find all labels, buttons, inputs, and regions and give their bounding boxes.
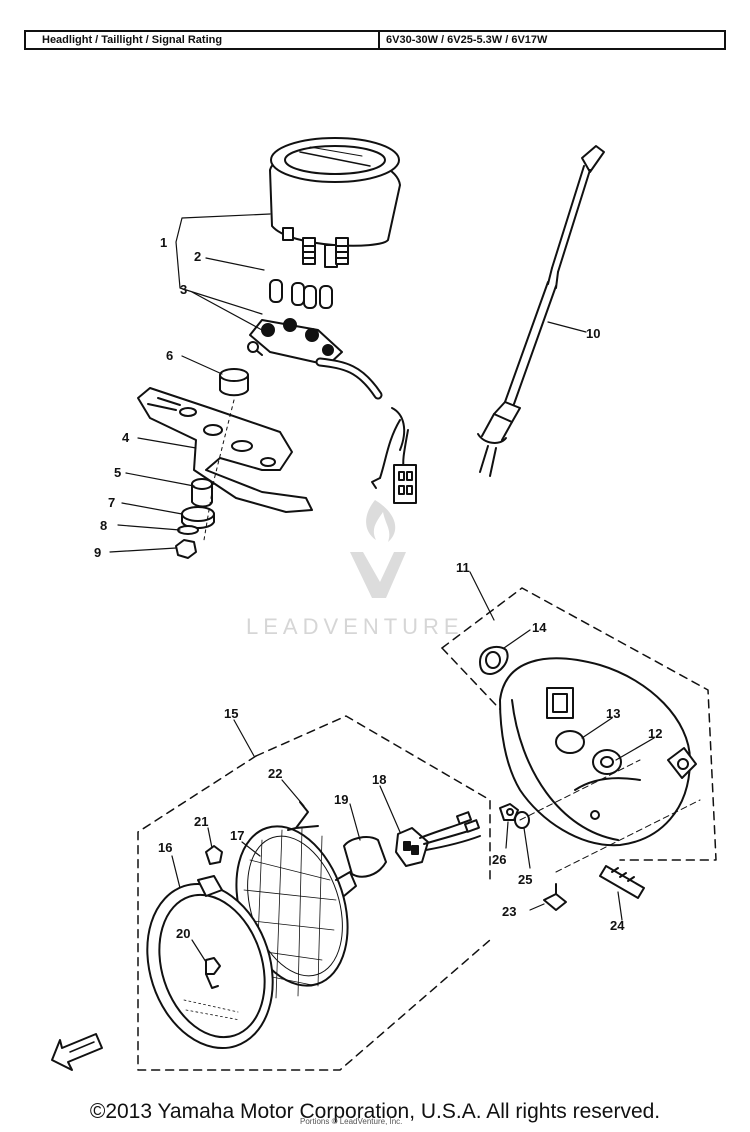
callout-13: 13 <box>606 706 620 721</box>
flame-icon <box>366 500 396 542</box>
callout-24: 24 <box>610 918 625 933</box>
headlight-housing-assembly <box>441 587 717 861</box>
callout-5: 5 <box>114 465 121 480</box>
fasteners <box>499 759 701 911</box>
callout-7: 7 <box>108 495 115 510</box>
rating-value: 6V30-30W / 6V25-5.3W / 6V17W <box>386 34 548 46</box>
callout-18: 18 <box>372 772 386 787</box>
callout-19: 19 <box>334 792 348 807</box>
callout-11: 11 <box>456 560 470 575</box>
callout-2: 2 <box>194 249 201 264</box>
copyright-small: Portions © LeadVenture, Inc. <box>300 1117 403 1126</box>
callout-23: 23 <box>502 904 516 919</box>
callout-10: 10 <box>586 326 600 341</box>
watermark: LEADVENTURE <box>246 500 464 639</box>
chevron-logo-icon <box>350 552 406 598</box>
callout-22: 22 <box>268 766 282 781</box>
rating-label: Headlight / Taillight / Signal Rating <box>26 32 380 48</box>
watermark-text: LEADVENTURE <box>246 614 464 639</box>
rating-header: Headlight / Taillight / Signal Rating 6V… <box>24 30 726 50</box>
callout-25: 25 <box>518 872 532 887</box>
callout-6: 6 <box>166 348 173 363</box>
callout-17: 17 <box>230 828 244 843</box>
callout-4: 4 <box>122 430 130 445</box>
leader-lines <box>109 213 655 963</box>
callout-15: 15 <box>224 706 238 721</box>
headlight-unit-assembly <box>137 715 491 1071</box>
speedometer-cable <box>477 145 605 477</box>
callout-3: 3 <box>180 282 187 297</box>
callout-9: 9 <box>94 545 101 560</box>
callout-14: 14 <box>532 620 547 635</box>
callout-20: 20 <box>176 926 190 941</box>
copyright-footer: ©2013 Yamaha Motor Corporation, U.S.A. A… <box>89 1100 661 1123</box>
callout-12: 12 <box>648 726 662 741</box>
front-arrow-icon <box>51 1033 103 1071</box>
callout-21: 21 <box>194 814 208 829</box>
callout-16: 16 <box>158 840 172 855</box>
speedometer-assembly <box>137 137 417 559</box>
callout-1: 1 <box>160 235 167 250</box>
callout-labels: 1 2 3 6 4 5 7 8 9 10 11 14 13 12 15 22 1… <box>94 235 662 941</box>
callout-8: 8 <box>100 518 107 533</box>
callout-26: 26 <box>492 852 506 867</box>
